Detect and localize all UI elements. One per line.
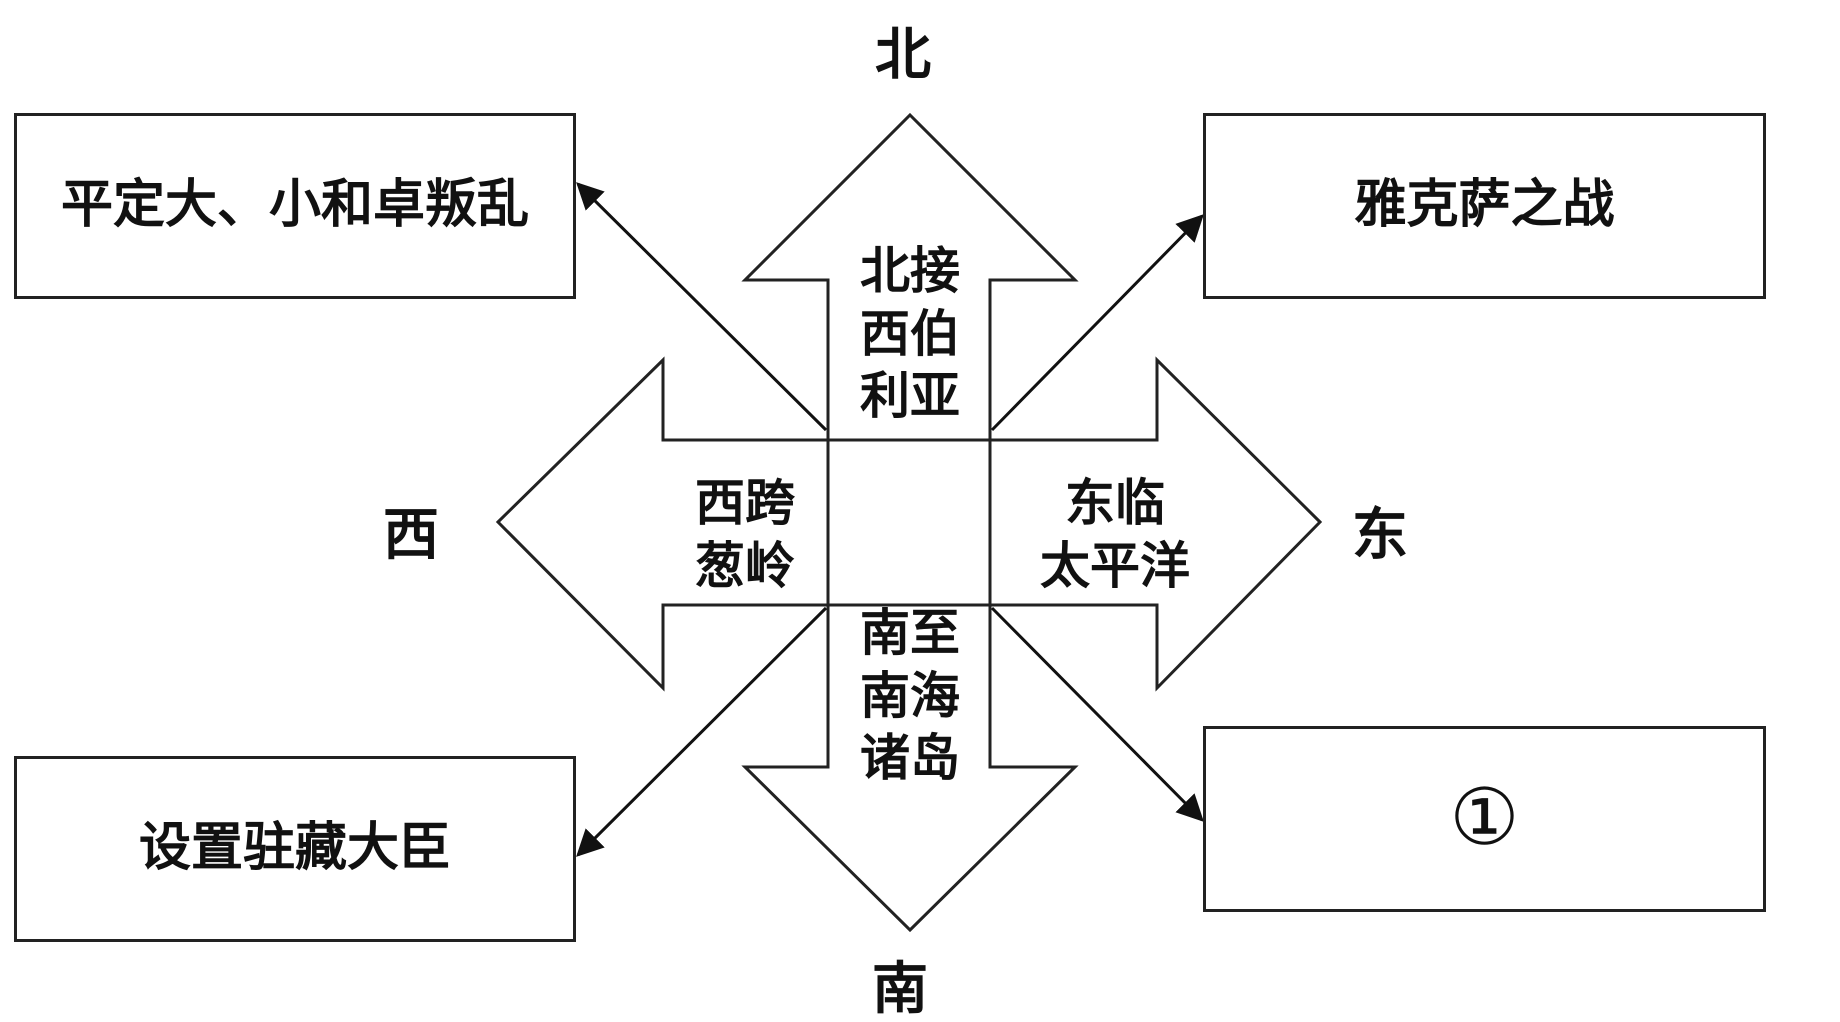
south-text-line: 南海 bbox=[860, 666, 960, 725]
west-text-line: 葱岭 bbox=[695, 536, 795, 595]
south-arrow bbox=[741, 603, 1079, 933]
north-text-line: 西伯 bbox=[860, 304, 960, 363]
box-top-right-text: 雅克萨之战 bbox=[1354, 175, 1615, 236]
west-arrow bbox=[495, 356, 830, 692]
east-arrow bbox=[988, 356, 1323, 692]
box-bottom-right-text: ① bbox=[1449, 773, 1520, 864]
direction-west: 西 bbox=[383, 503, 439, 568]
west-text-line: 西跨 bbox=[695, 474, 795, 532]
north-arrow-text: 北接 西伯 利亚 bbox=[820, 240, 1000, 428]
connector-top-left bbox=[576, 182, 828, 432]
west-arrow-text: 西跨 葱岭 bbox=[665, 472, 825, 597]
direction-east: 东 bbox=[1352, 503, 1408, 568]
box-top-left-text: 平定大、小和卓叛乱 bbox=[60, 175, 529, 236]
north-arrow bbox=[741, 112, 1079, 442]
south-text-line: 诸岛 bbox=[860, 729, 960, 787]
east-text-line: 太平洋 bbox=[1040, 536, 1190, 595]
south-text-line: 南至 bbox=[860, 604, 960, 662]
east-arrow-text: 东临 太平洋 bbox=[1000, 472, 1230, 597]
box-top-left: 平定大、小和卓叛乱 bbox=[14, 113, 576, 299]
east-text-line: 东临 bbox=[1065, 474, 1165, 532]
box-bottom-left-text: 设置驻藏大臣 bbox=[138, 818, 451, 879]
south-arrow-text: 南至 南海 诸岛 bbox=[820, 602, 1000, 790]
box-bottom-left: 设置驻藏大臣 bbox=[14, 756, 576, 942]
north-text-line: 北接 bbox=[860, 242, 960, 300]
box-bottom-right: ① bbox=[1203, 726, 1766, 912]
box-top-right: 雅克萨之战 bbox=[1203, 113, 1766, 299]
direction-south: 南 bbox=[872, 957, 928, 1022]
connector-bottom-left bbox=[576, 606, 828, 857]
north-text-line: 利亚 bbox=[860, 367, 960, 425]
connector-top-right bbox=[990, 214, 1204, 432]
direction-north: 北 bbox=[875, 23, 931, 88]
center-fill bbox=[830, 442, 988, 603]
connector-bottom-right bbox=[990, 606, 1204, 822]
